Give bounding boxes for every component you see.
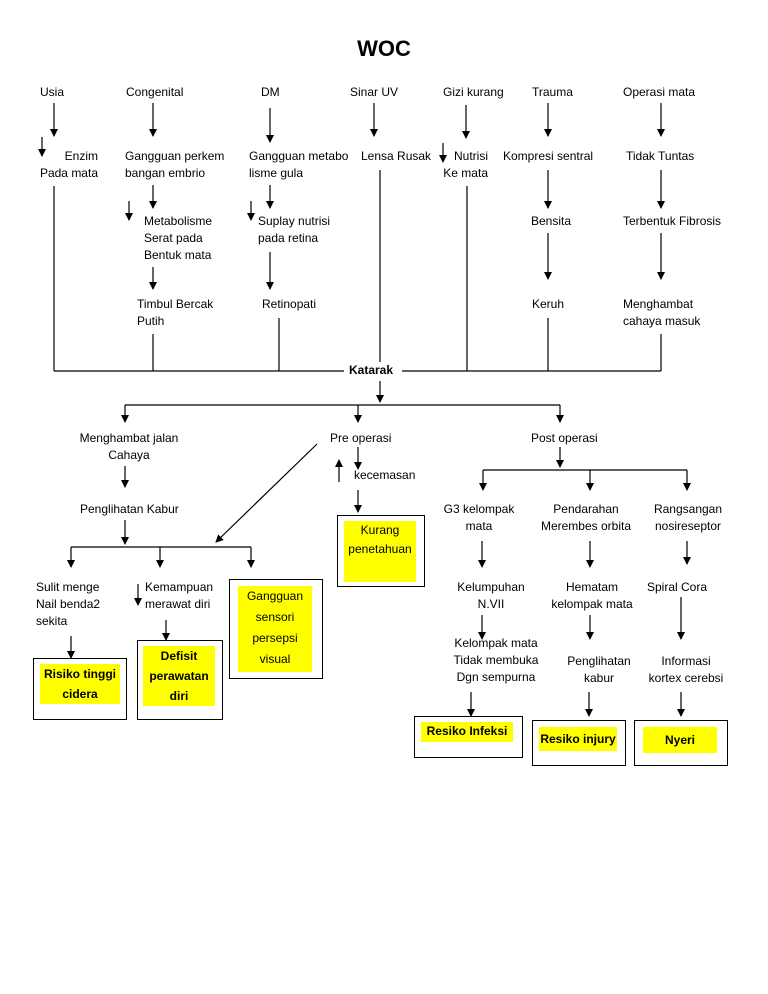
node-enzim: Enzim Pada mata [39, 149, 98, 180]
node-pendarahan: Pendarahan Merembes orbita [540, 502, 632, 533]
node-lensa-rusak: Lensa Rusak [361, 149, 432, 163]
diagnosis-resiko-infeksi: Resiko Infeksi [421, 722, 513, 742]
diagnosis-risiko-cidera: Risiko tinggi cidera [40, 664, 120, 704]
node-keruh: Keruh [532, 297, 565, 311]
cause-gizi-kurang: Gizi kurang [443, 85, 504, 99]
node-kompresi: Kompresi sentral [503, 149, 594, 163]
node-kecemasan: kecemasan [354, 468, 416, 482]
cause-sinar-uv: Sinar UV [350, 85, 399, 99]
node-kelumpuhan: Kelumpuhan N.VII [457, 580, 525, 611]
node-spiral-cora: Spiral Cora [647, 580, 708, 594]
node-penglihatan-kabur: Penglihatan Kabur [80, 502, 179, 516]
diagnosis-box-defisit: Defisit perawatan diri [137, 640, 223, 720]
diagnosis-defisit: Defisit perawatan diri [143, 646, 215, 706]
cause-congenital: Congenital [126, 85, 184, 99]
node-nutrisi: Nutrisi Ke mata [443, 149, 488, 180]
diagnosis-box-resiko-injury: Resiko injury [532, 720, 626, 766]
node-kelopak-tidak-membuka: Kelompak mata Tidak membuka Dgn sempurna [453, 636, 539, 684]
node-rangsangan: Rangsangan nosireseptor [653, 502, 723, 533]
node-kemampuan: Kemampuan merawat diri [145, 580, 214, 611]
cause-dm: DM [261, 85, 280, 99]
node-bensita: Bensita [531, 214, 572, 228]
node-fibrosis: Terbentuk Fibrosis [623, 214, 722, 228]
node-sulit-mengenal: Sulit menge Nail benda2 sekita [36, 580, 101, 628]
diagnosis-box-gangguan-sensori: Gangguan sensori persepsi visual [229, 579, 323, 679]
node-suplay: Suplay nutrisi pada retina [258, 214, 331, 245]
node-menghambat-cahaya: Menghambat cahaya masuk [623, 297, 701, 328]
node-metabolisme: Metabolisme Serat pada Bentuk mata [144, 214, 213, 262]
node-informasi-kortex: Informasi kortex cerebsi [648, 654, 724, 685]
node-tidak-tuntas: Tidak Tuntas [626, 149, 695, 163]
node-g3-kelopak: G3 kelompak mata [443, 502, 515, 533]
diagnosis-box-resiko-infeksi: Resiko Infeksi [414, 716, 523, 758]
cause-usia: Usia [40, 85, 65, 99]
cause-operasi-mata: Operasi mata [623, 85, 696, 99]
node-gangguan-perkembangan: Gangguan perkem bangan embrio [125, 149, 225, 180]
diagnosis-resiko-injury: Resiko injury [539, 727, 617, 751]
diagnosis-box-kurang-pengetahuan: Kurang penetahuan [337, 515, 425, 587]
diagnosis-box-risiko-cidera: Risiko tinggi cidera [33, 658, 127, 720]
node-pre-operasi: Pre operasi [330, 431, 392, 445]
cause-trauma: Trauma [532, 85, 573, 99]
page-title: WOC [357, 36, 411, 61]
node-post-operasi: Post operasi [531, 431, 598, 445]
node-menghambat-jalan: Menghambat jalan Cahaya [79, 431, 179, 462]
node-penglihatan-kabur-post: Penglihatan kabur [567, 654, 631, 685]
node-retinopati: Retinopati [262, 297, 317, 311]
node-hematam: Hematam kelompak mata [551, 580, 633, 611]
node-gangguan-metabolisme: Gangguan metabo lisme gula [249, 149, 349, 180]
node-timbul-bercak: Timbul Bercak Putih [137, 297, 214, 328]
diagnosis-gangguan-sensori: Gangguan sensori persepsi visual [238, 586, 312, 672]
diagnosis-kurang-pengetahuan: Kurang penetahuan [344, 521, 416, 582]
diagnosis-nyeri: Nyeri [643, 727, 717, 753]
diagnosis-box-nyeri: Nyeri [634, 720, 728, 766]
node-katarak: Katarak [349, 363, 394, 377]
